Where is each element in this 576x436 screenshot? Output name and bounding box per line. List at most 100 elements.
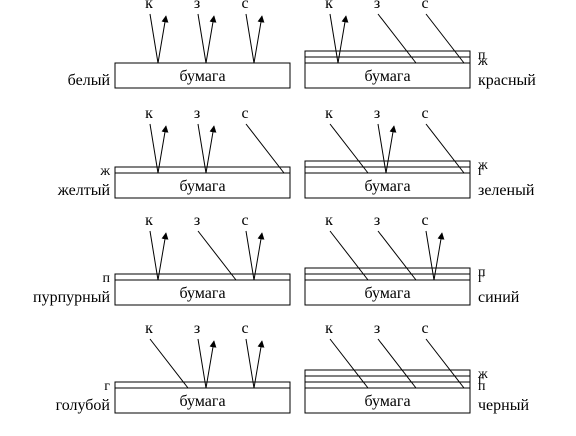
- paper-box: [114, 172, 291, 199]
- reflected-ray: [205, 125, 217, 174]
- ray-label: з: [374, 105, 380, 122]
- incident-ray: [245, 230, 255, 281]
- paper-box: [304, 279, 471, 306]
- incident-ray: [377, 123, 387, 174]
- ray-label: с: [241, 0, 248, 12]
- incident-ray: [329, 13, 339, 64]
- ray-label: з: [194, 320, 200, 337]
- layer-letter: п: [103, 271, 111, 286]
- absorbed-ray: [377, 230, 417, 281]
- ray-label: с: [241, 105, 248, 122]
- ray-label: к: [145, 320, 153, 337]
- reflected-ray: [157, 125, 169, 174]
- layer-letter: ж: [477, 54, 488, 69]
- paper-box: [304, 62, 471, 89]
- paper-label: бумага: [364, 68, 410, 85]
- incident-ray: [197, 13, 207, 64]
- ray-label: с: [421, 105, 428, 122]
- ray-label: с: [421, 320, 428, 337]
- absorbed-ray: [377, 13, 417, 64]
- color-name: синий: [478, 289, 520, 306]
- ray-label: з: [374, 0, 380, 12]
- layer-letter: г: [478, 271, 484, 286]
- panel-8: бумага жгп черный к з с: [304, 320, 529, 414]
- paper-box: [304, 387, 471, 414]
- paper-label: бумага: [179, 68, 225, 85]
- ray-label: з: [194, 212, 200, 229]
- layer-letter: п: [478, 265, 486, 280]
- incident-ray: [149, 123, 159, 174]
- reflected-ray: [385, 125, 397, 174]
- ink-layer: [304, 369, 471, 377]
- absorbed-ray: [377, 338, 417, 389]
- paper-label: бумага: [364, 178, 410, 195]
- absorbed-ray: [197, 230, 237, 281]
- incident-ray: [197, 123, 207, 174]
- ray-label: к: [325, 0, 333, 12]
- incident-ray: [197, 338, 207, 389]
- color-name: черный: [478, 397, 529, 414]
- ray-label: к: [145, 105, 153, 122]
- reflected-ray: [433, 232, 445, 281]
- absorbed-ray: [149, 338, 189, 389]
- paper-box: [114, 279, 291, 306]
- ray-label: к: [325, 320, 333, 337]
- ink-layer: [304, 381, 471, 389]
- reflected-ray: [157, 15, 169, 64]
- ray-label: к: [145, 212, 153, 229]
- absorbed-ray: [329, 123, 369, 174]
- ray-label: з: [194, 0, 200, 12]
- reflected-ray: [157, 232, 169, 281]
- paper-box: [304, 172, 471, 199]
- absorbed-ray: [425, 338, 465, 389]
- ray-label: з: [374, 320, 380, 337]
- panel-6: бумага пг синий к з с: [304, 212, 520, 306]
- reflected-ray: [205, 340, 217, 389]
- color-name: желтый: [57, 182, 111, 199]
- absorbed-ray: [329, 338, 369, 389]
- incident-ray: [149, 13, 159, 64]
- reflected-ray: [253, 340, 265, 389]
- ink-layer: [304, 375, 471, 383]
- incident-ray: [245, 13, 255, 64]
- layer-letter: г: [478, 164, 484, 179]
- ray-label: к: [325, 212, 333, 229]
- ray-label: з: [374, 212, 380, 229]
- layer-letter: ж: [477, 367, 488, 382]
- incident-ray: [425, 230, 435, 281]
- absorbed-ray: [425, 123, 465, 174]
- ray-label: с: [241, 212, 248, 229]
- layer-letter: г: [478, 373, 484, 388]
- paper-label: бумага: [179, 285, 225, 302]
- reflected-ray: [253, 15, 265, 64]
- absorbed-ray: [329, 230, 369, 281]
- paper-label: бумага: [179, 178, 225, 195]
- color-name: зеленый: [478, 182, 535, 199]
- ink-layer: [114, 166, 291, 174]
- color-name: голубой: [56, 397, 111, 414]
- ink-layer: [304, 267, 471, 275]
- ink-layer: [114, 381, 291, 389]
- color-name: красный: [478, 72, 536, 89]
- ink-layer: [304, 50, 471, 58]
- reflected-ray: [205, 15, 217, 64]
- layer-letter: ж: [99, 164, 110, 179]
- layer-letter: г: [104, 379, 110, 394]
- incident-ray: [245, 338, 255, 389]
- layer-letter: п: [478, 379, 486, 394]
- paper-label: бумага: [364, 285, 410, 302]
- ray-label: к: [145, 0, 153, 12]
- reflected-ray: [337, 15, 349, 64]
- absorbed-ray: [245, 123, 285, 174]
- ray-label: с: [421, 212, 428, 229]
- ray-label: к: [325, 105, 333, 122]
- ink-layer: [304, 166, 471, 174]
- absorbed-ray: [425, 13, 465, 64]
- paper-label: бумага: [364, 393, 410, 410]
